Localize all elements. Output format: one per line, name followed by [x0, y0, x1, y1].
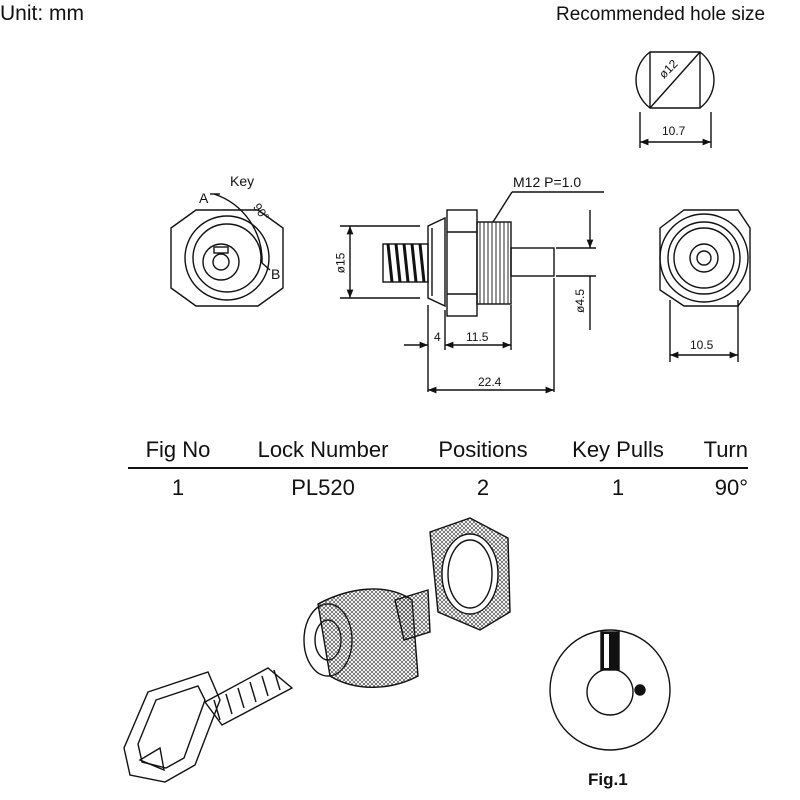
col-lock-number: Lock Number	[228, 437, 418, 469]
side-view	[340, 191, 604, 394]
thread-length-label: 11.5	[466, 330, 489, 344]
rear-view	[659, 209, 751, 362]
key-label: Key	[230, 173, 255, 189]
key-sketch	[123, 667, 294, 783]
position-a-label: A	[199, 190, 209, 206]
overall-length-label: 22.4	[478, 375, 502, 389]
col-positions: Positions	[418, 437, 548, 469]
col-turn: Turn	[688, 437, 748, 469]
table-row: 1 PL520 2 1 90°	[128, 468, 748, 501]
front-view	[170, 193, 284, 307]
lock-cylinder-sketch	[303, 588, 431, 688]
figure-caption: Fig.1	[588, 770, 628, 789]
col-fig-no: Fig No	[128, 437, 228, 469]
cell-fig-no: 1	[171, 475, 185, 500]
hole-width-label: 10.7	[662, 124, 686, 138]
cell-lock-number: PL520	[291, 475, 355, 500]
position-diagram	[549, 629, 671, 751]
unit-label: Unit: mm	[0, 2, 84, 25]
cell-positions: 2	[476, 475, 490, 500]
position-b-label: B	[271, 266, 281, 282]
flange-thickness-label: 4	[434, 330, 441, 344]
shaft-diameter-label: ø4.5	[573, 288, 588, 314]
hole-profile	[635, 51, 715, 148]
hex-nut-sketch	[429, 517, 511, 631]
spec-table: Fig No Lock Number Positions Key Pulls T…	[128, 437, 748, 501]
rear-width-label: 10.5	[690, 338, 714, 352]
body-diameter-label: ø15	[333, 252, 348, 274]
col-key-pulls: Key Pulls	[548, 437, 688, 469]
cell-turn: 90°	[714, 475, 748, 500]
cell-key-pulls: 1	[611, 475, 625, 500]
thread-label: M12 P=1.0	[513, 174, 582, 190]
spec-table-header: Fig No Lock Number Positions Key Pulls T…	[128, 437, 748, 469]
recommended-hole-label: Recommended hole size	[556, 4, 766, 25]
